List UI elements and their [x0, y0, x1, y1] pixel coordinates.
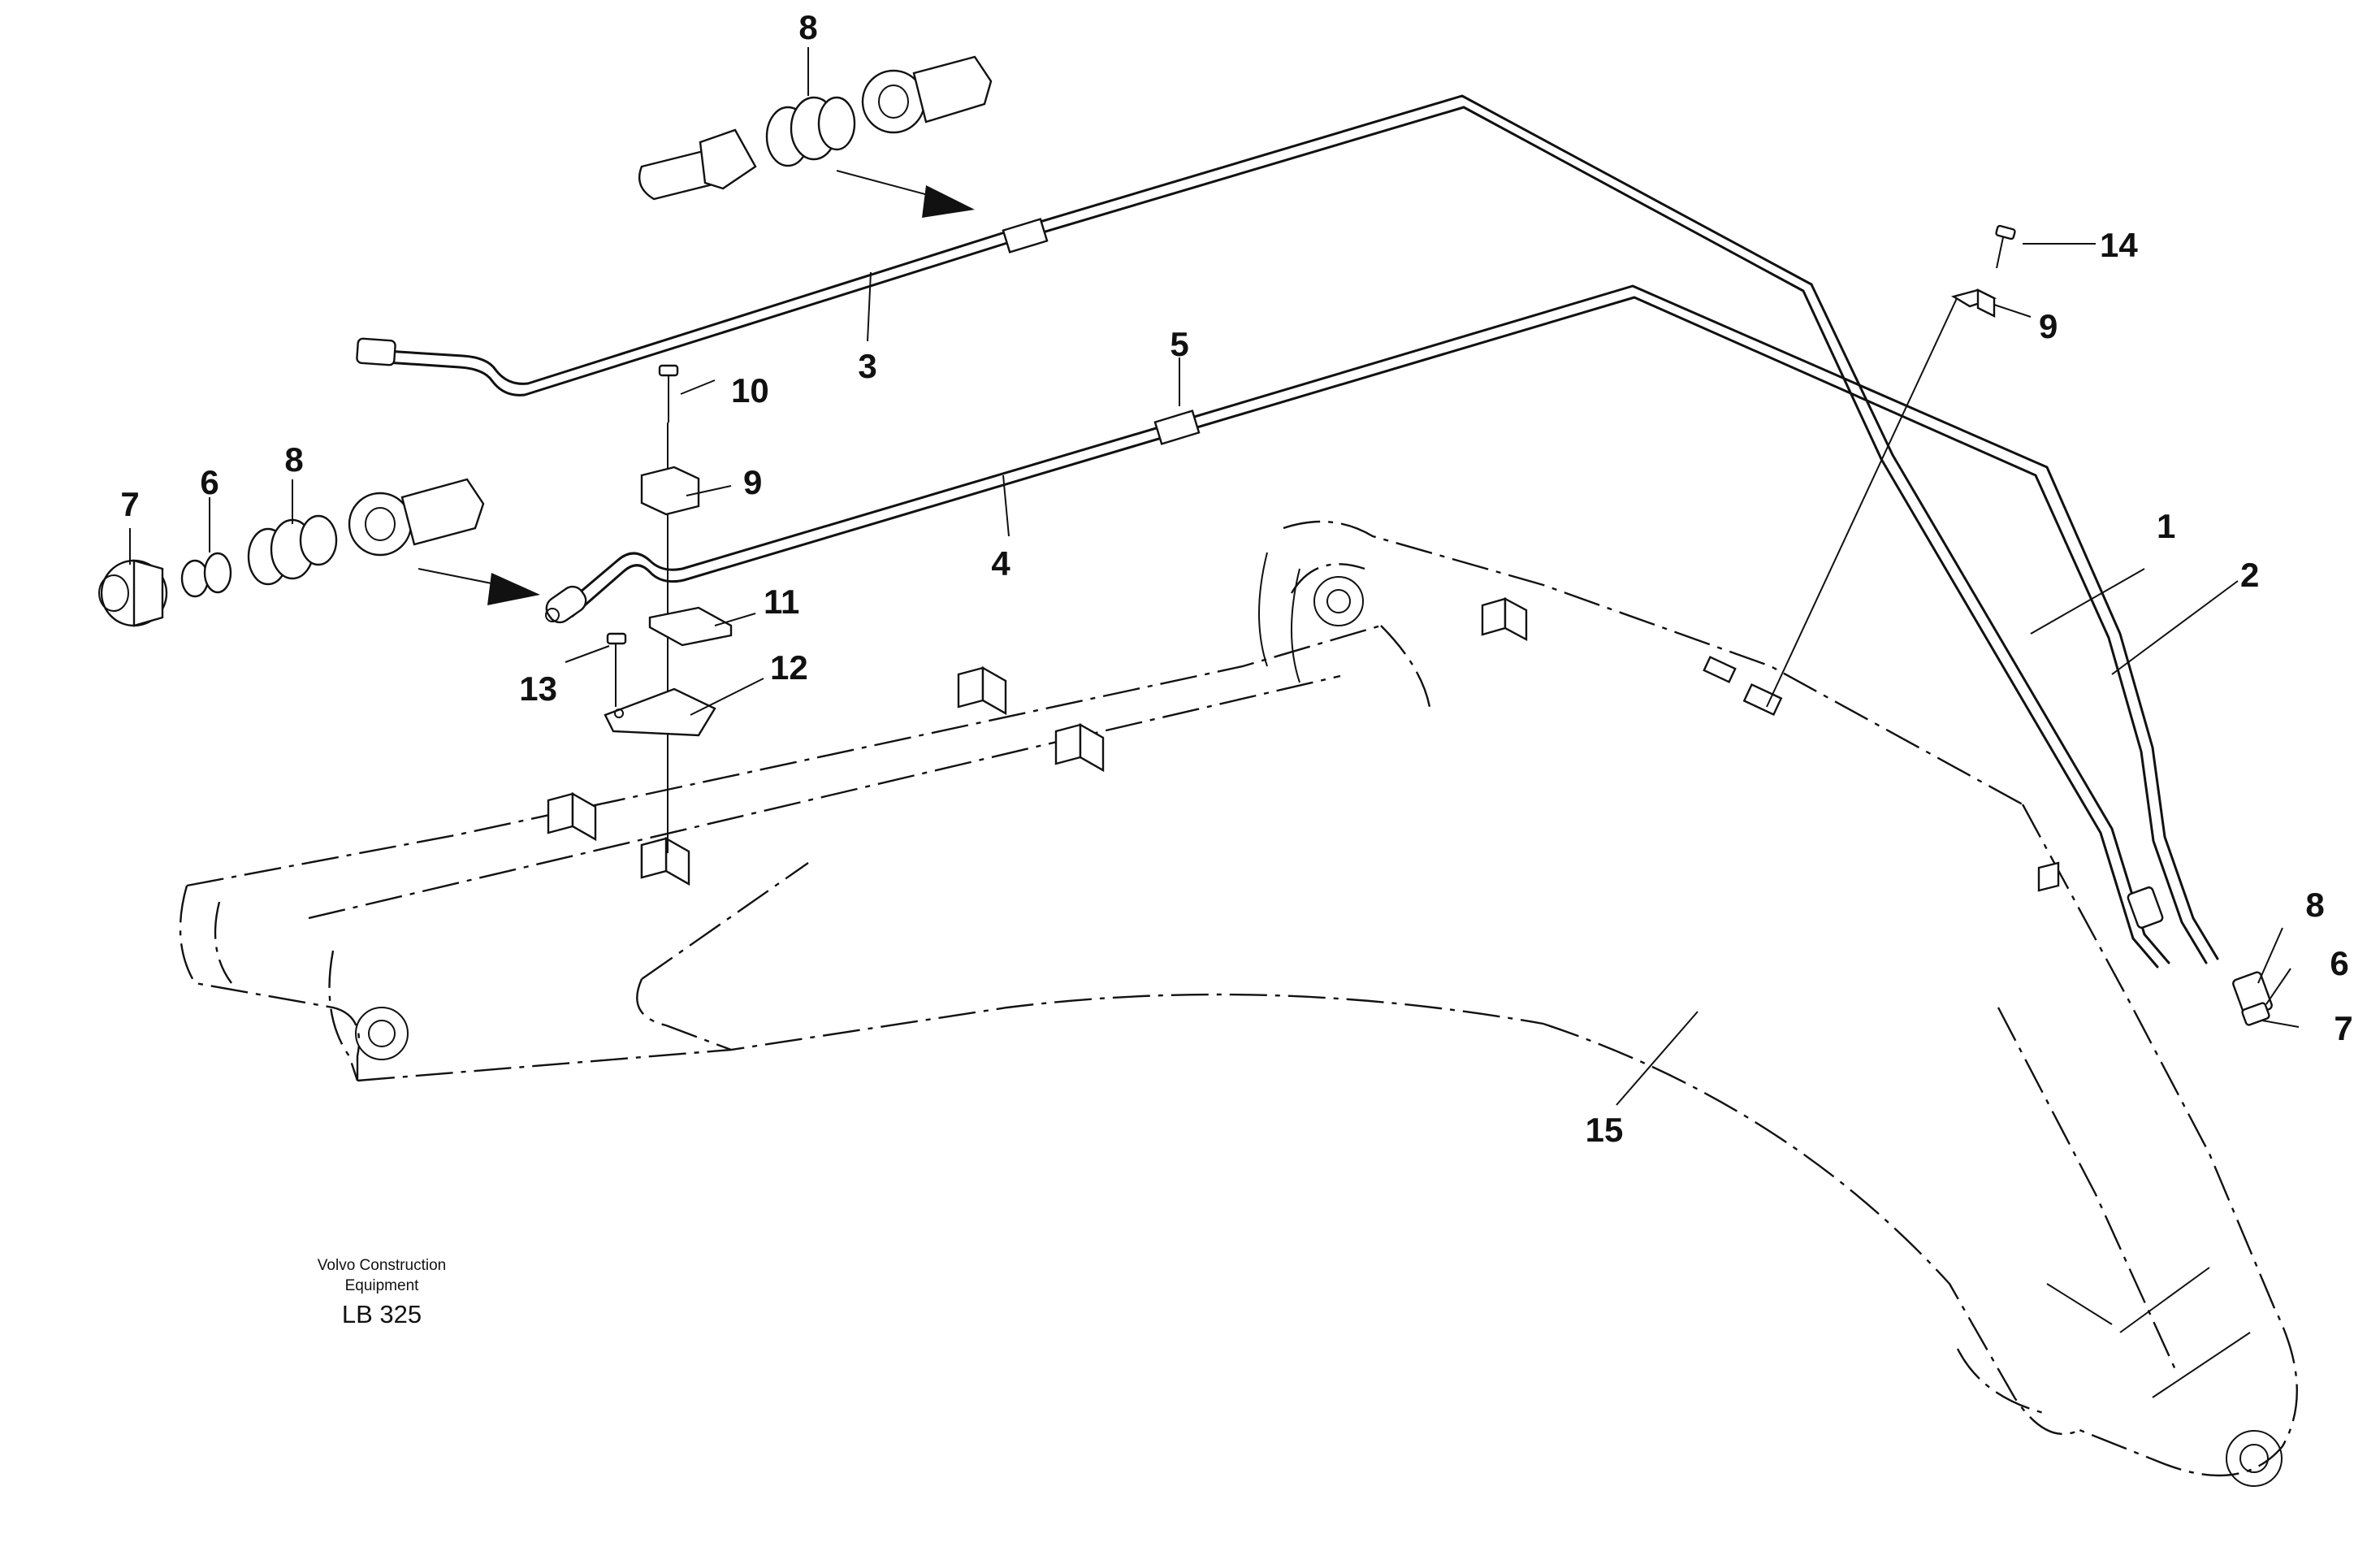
cap-nut: [98, 559, 168, 627]
nut: [348, 492, 413, 557]
mounting-bracket: [604, 687, 716, 737]
clamp: [2037, 861, 2060, 892]
pipe-stub: [400, 478, 485, 546]
pipe-end-fittings-right: [2127, 886, 2273, 1026]
publisher-caption: Volvo Construction Equipment LB 325: [318, 1257, 446, 1328]
boom-pivot-pins: [355, 552, 2283, 1487]
pipe-end-fitting: [356, 337, 396, 366]
caption-line-2: Equipment: [345, 1277, 420, 1294]
clip-assembly-right: [1950, 224, 2016, 318]
heel-pin: [355, 1007, 409, 1060]
callout-6: 6: [200, 463, 219, 501]
callout-1: 1: [2157, 507, 2175, 545]
boom-outline: [179, 520, 2298, 1477]
clamp: [1481, 596, 1528, 642]
boom-mount-clip: [1703, 656, 1783, 717]
pipe-stub: [912, 55, 993, 124]
callout-9: 9: [2039, 307, 2058, 345]
plug: [180, 552, 232, 598]
clamp: [640, 466, 700, 516]
bracket-assembly: [604, 364, 733, 879]
coupling: [1153, 410, 1201, 445]
callout-11: 11: [764, 583, 799, 621]
screw: [606, 632, 627, 707]
clamp: [547, 791, 597, 842]
callout-7: 7: [120, 485, 139, 523]
callout-12: 12: [770, 648, 808, 687]
callouts: 8 14 9 3 5 10 9 7 6 8 4 11 12 13 1 2 8 6…: [120, 8, 2352, 1149]
foot-pin: [1313, 576, 1364, 626]
callout-15: 15: [1586, 1111, 1624, 1149]
clamp: [957, 665, 1007, 716]
leader-lines: [129, 47, 2300, 1106]
screw: [1995, 224, 2016, 269]
arrow-head: [922, 185, 975, 218]
pipe-stub: [638, 149, 720, 201]
callout-3: 3: [858, 347, 876, 385]
pipe-4: [545, 284, 2219, 964]
callout-14: 14: [2100, 226, 2138, 264]
clamp: [1054, 722, 1105, 773]
union-fitting: [765, 96, 856, 167]
plate: [648, 606, 733, 647]
exploded-fittings-top: [638, 55, 993, 218]
coupling: [1002, 218, 1049, 254]
screw: [658, 364, 679, 422]
union-fitting: [247, 514, 338, 586]
callout-10: 10: [731, 371, 769, 410]
boom-clamps: [547, 596, 2060, 892]
callout-7: 7: [2334, 1009, 2352, 1047]
callout-6: 6: [2330, 944, 2348, 982]
callout-5: 5: [1170, 325, 1188, 363]
pipe-3: [356, 94, 2170, 968]
drawing-code: LB 325: [342, 1300, 422, 1328]
callout-13: 13: [519, 670, 557, 708]
clip: [1950, 288, 1997, 318]
callout-9: 9: [743, 463, 762, 501]
callout-8: 8: [798, 8, 817, 46]
nut: [699, 128, 757, 190]
callout-8: 8: [2305, 886, 2324, 924]
clamp: [640, 837, 668, 879]
arrow-head: [487, 573, 540, 605]
bracket-line: [1766, 296, 1958, 708]
exploded-fittings-left: [98, 478, 540, 627]
callout-4: 4: [991, 544, 1010, 583]
tip-pin: [2226, 1430, 2283, 1487]
caption-line-1: Volvo Construction: [318, 1257, 446, 1274]
callout-2: 2: [2240, 556, 2259, 594]
pipe-end-fitting: [545, 585, 587, 624]
callout-8: 8: [284, 440, 303, 479]
